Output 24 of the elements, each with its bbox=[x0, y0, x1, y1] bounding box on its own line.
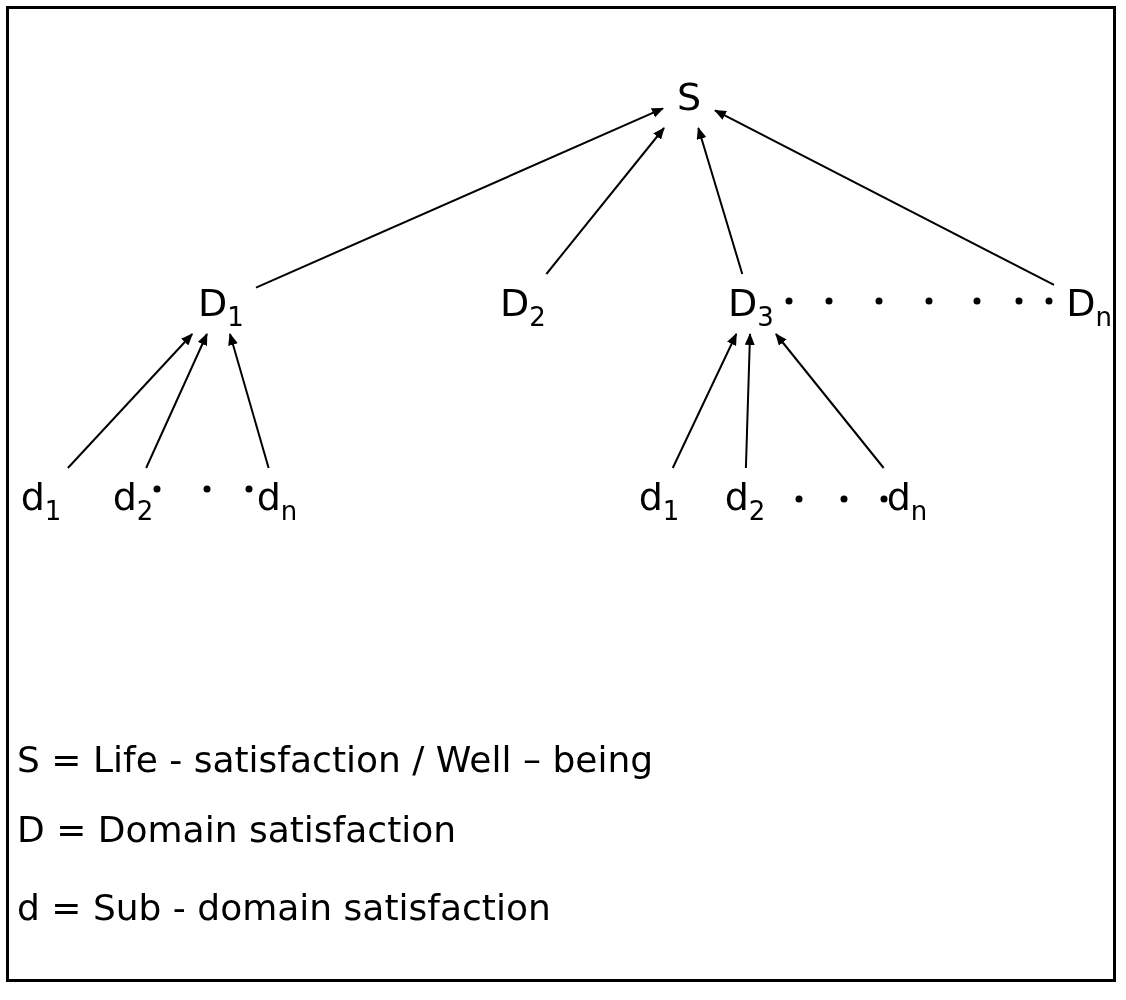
arrow bbox=[145, 333, 208, 469]
arrow bbox=[696, 127, 744, 275]
node-label: d$_{1}$ bbox=[634, 476, 684, 518]
definition-text: d = Sub - domain satisfaction bbox=[17, 887, 551, 928]
arrow bbox=[714, 109, 1055, 286]
node-label: D$_{2}$ bbox=[496, 282, 550, 324]
arrow bbox=[774, 333, 885, 469]
arrow bbox=[744, 333, 755, 469]
node-label: d$_{n}$ bbox=[252, 476, 302, 518]
definition-text: S = Life - satisfaction / Well – being bbox=[17, 739, 654, 780]
node-label: D$_{3}$ bbox=[724, 282, 778, 324]
node-label: D$_{n}$ bbox=[1062, 282, 1116, 324]
node-label: S bbox=[672, 76, 706, 118]
arrow bbox=[66, 333, 194, 469]
definition-text: D = Domain satisfaction bbox=[17, 809, 457, 850]
node-label: d$_{2}$ bbox=[720, 476, 770, 518]
arrow bbox=[671, 333, 738, 469]
node-label: d$_{n}$ bbox=[882, 476, 932, 518]
node-label: d$_{1}$ bbox=[16, 476, 66, 518]
arrow bbox=[228, 333, 270, 469]
node-label: D$_{1}$ bbox=[194, 282, 248, 324]
arrow bbox=[255, 107, 664, 289]
node-label: d$_{2}$ bbox=[108, 476, 158, 518]
arrow bbox=[545, 127, 665, 275]
